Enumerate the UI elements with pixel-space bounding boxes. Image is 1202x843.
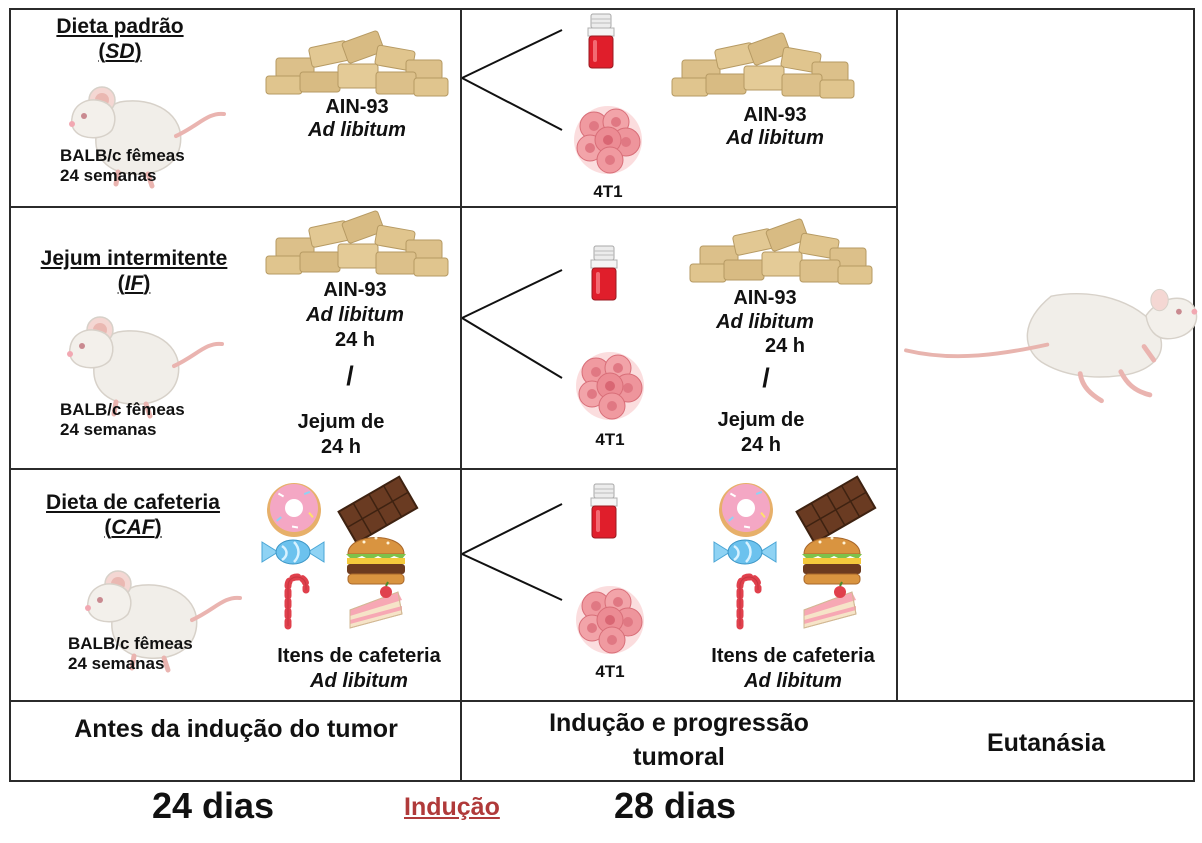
candy-cane-icon [276,572,316,628]
branch-lines [461,269,563,379]
group-title-main: Jejum intermitente [40,247,228,270]
diet-name: Itens de cafeteria [277,645,441,667]
column-divider-2 [896,8,898,700]
fasting-text: Jejum de 24 h [256,410,426,460]
group-title: Jejum intermitente (IF) [40,247,228,295]
vial-icon [590,245,618,301]
column-divider-1 [460,8,462,782]
phase-before-label: Antes da indução do tumor [74,715,398,743]
row-divider-1 [9,206,898,208]
group-title-main: Dieta padrão [56,15,184,38]
mouse-label: BALB/c fêmeas 24 semanas [68,634,193,674]
phase-induction-label: Indução e progressão tumoral [462,706,896,774]
post-diet-text: AIN-93 Ad libitum 24 h [680,286,850,358]
cell-line-label: 4T1 [595,430,625,449]
diet-regime: Ad libitum [744,670,842,692]
cake-slice-icon [803,581,857,629]
burger-icon [801,536,863,585]
mouse-age: 24 semanas [60,420,157,439]
diet-name: AIN-93 [733,287,797,309]
group-title: Dieta de cafeteria (CAF) [46,491,220,539]
mouse-age: 24 semanas [68,654,165,673]
donut-icon [719,483,773,537]
alternation-slash: / [346,361,354,391]
alternation-slash: / [762,363,770,393]
group-title-abbr: IF [124,272,144,295]
feeding-duration: 24 h [764,335,806,357]
group-title-main: Dieta de cafeteria [46,491,220,514]
diet-regime: Ad libitum [726,127,824,149]
pre-diet-text: Itens de cafeteria Ad libitum [262,644,456,694]
induction-marker: Indução [404,793,500,821]
chow-pellets-icon [265,209,449,277]
running-mouse-icon [906,282,1202,412]
vial-icon [587,13,615,69]
feeding-duration: 24 h [334,329,376,351]
mouse-strain: BALB/c fêmeas [60,146,185,165]
fasting-text: Jejum de 24 h [676,408,846,458]
mouse-label: BALB/c fêmeas 24 semanas [60,146,185,186]
tumor-cells-icon [575,585,645,655]
diet-name: Itens de cafeteria [711,645,875,667]
fasting-label: Jejum de [717,409,805,431]
branch-lines [461,503,563,601]
post-diet-text: AIN-93 Ad libitum [690,104,860,150]
group-title: Dieta padrão (SD) [56,15,184,63]
phase-induction-line1: Indução e progressão [549,709,809,737]
diagram-frame [9,8,1195,782]
phase-induction-line2: tumoral [633,743,725,771]
cell-line-label: 4T1 [595,662,625,681]
row-divider-2 [9,468,898,470]
diet-name: AIN-93 [743,104,807,126]
fasting-label: Jejum de [297,411,385,433]
chow-pellets-icon [689,217,873,285]
branch-lines [461,29,563,131]
cake-slice-icon [349,581,403,629]
diet-name: AIN-93 [323,279,387,301]
chow-pellets-icon [671,31,855,99]
candy-cane-icon [728,572,768,628]
row-divider-3 [9,700,1195,702]
burger-icon [345,536,407,585]
cell-line-label: 4T1 [593,182,623,201]
mouse-label: BALB/c fêmeas 24 semanas [60,400,185,440]
pre-diet-text: AIN-93 Ad libitum [272,96,442,142]
before-duration: 24 dias [152,785,275,826]
candy-icon [260,538,326,566]
fasting-duration: 24 h [740,434,782,456]
after-duration: 28 dias [614,785,737,826]
vial-icon [590,483,618,539]
diet-regime: Ad libitum [306,304,404,326]
phase-euthanasia-label: Eutanásia [986,729,1106,757]
chow-pellets-icon [265,29,449,97]
post-diet-text: Itens de cafeteria Ad libitum [696,644,890,694]
group-title-abbr: CAF [111,516,155,539]
diet-regime: Ad libitum [310,670,408,692]
donut-icon [267,483,321,537]
mouse-strain: BALB/c fêmeas [60,400,185,419]
tumor-cells-icon [573,105,643,175]
group-title-abbr: SD [105,40,135,63]
pre-diet-text: AIN-93 Ad libitum 24 h [270,278,440,353]
candy-icon [712,538,778,566]
tumor-cells-icon [575,351,645,421]
mouse-age: 24 semanas [60,166,157,185]
diet-regime: Ad libitum [716,311,814,333]
diet-name: AIN-93 [325,96,389,118]
fasting-duration: 24 h [320,436,362,458]
diet-regime: Ad libitum [308,119,406,141]
mouse-strain: BALB/c fêmeas [68,634,193,653]
